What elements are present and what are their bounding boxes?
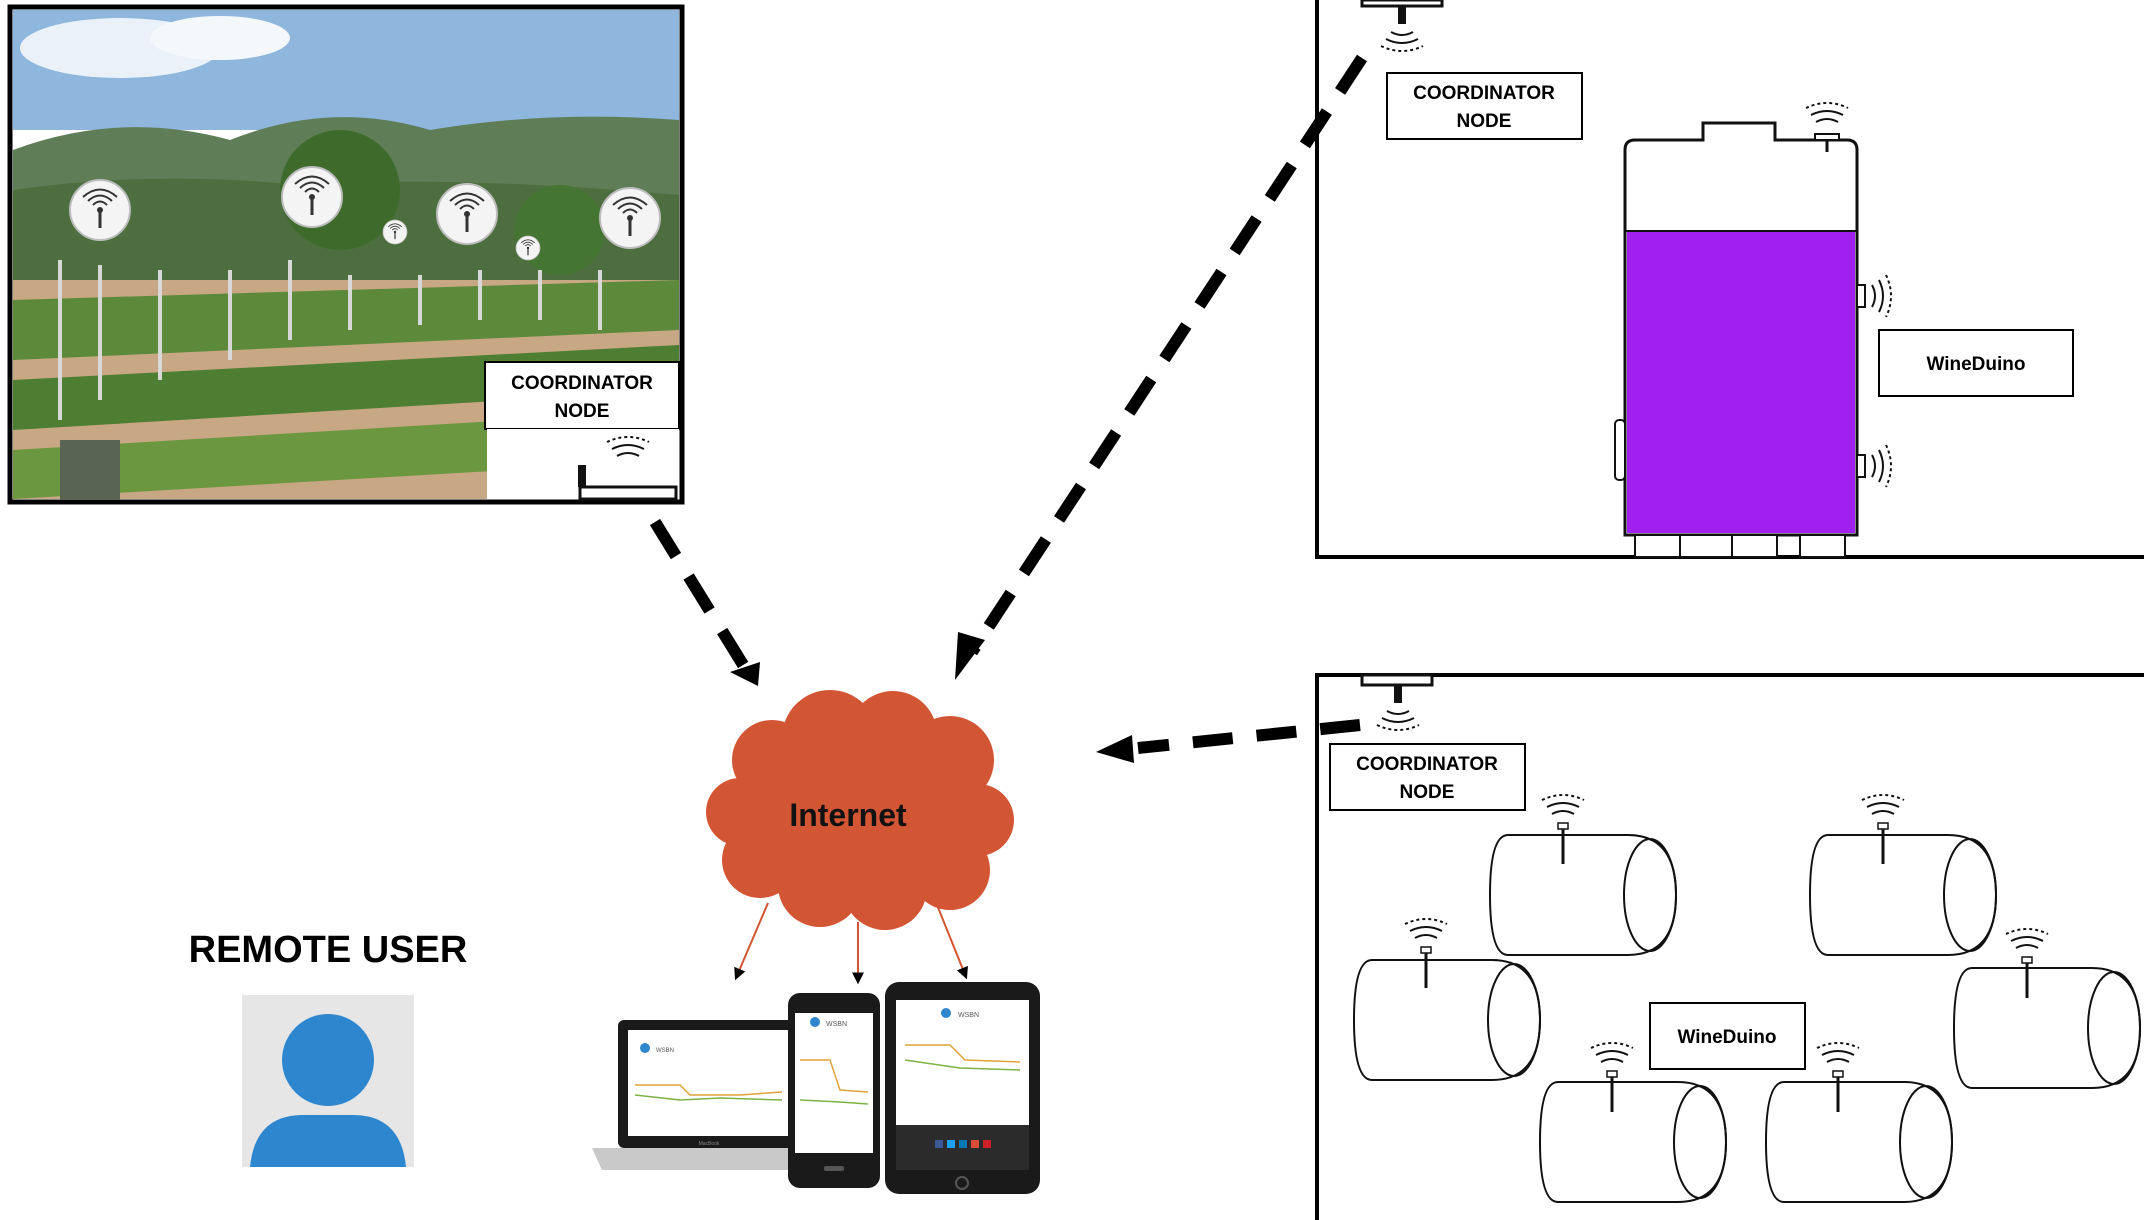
laptop-app-brand: WSBN <box>656 1048 674 1054</box>
vine-posts <box>58 260 602 420</box>
barrel-room-coordinator-node-icon <box>1360 673 1434 731</box>
vineyard-coordinator-label-line2: NODE <box>555 401 610 422</box>
vineyard-coordinator-label-line1: COORDINATOR <box>511 373 653 394</box>
client-devices: WSBN MacBook WSBN <box>592 982 1040 1194</box>
arrow-barrel-to-internet <box>1137 719 1361 754</box>
tank-room-coordinator-node-icon <box>1360 0 1444 52</box>
vineyard-coordinator-node-icon <box>578 436 678 501</box>
barrel-coordinator-label-line1: COORDINATOR <box>1356 754 1498 775</box>
laptop-brand-label: MacBook <box>699 1141 720 1147</box>
tree <box>515 185 605 275</box>
arrow-tank-to-internet <box>966 54 1368 656</box>
sensor-wifi-icon <box>382 219 408 245</box>
tablet-app-brand: WSBN <box>958 1012 979 1019</box>
tank-room: COORDINATOR NODE WineDuino <box>1315 0 2144 559</box>
phone-app-brand: WSBN <box>826 1021 847 1028</box>
tank-wineduino-box <box>1878 329 2074 397</box>
wine-barrel <box>1489 795 1677 956</box>
tank-top-sensor-icon <box>1805 102 1849 152</box>
wine-level <box>1627 231 1855 533</box>
barrel-coordinator-box <box>1329 743 1526 811</box>
vineyard-coordinator-box <box>484 361 680 430</box>
tank-coordinator-label-line1: COORDINATOR <box>1413 83 1555 104</box>
tablet: WSBN <box>885 982 1040 1194</box>
vineyard-photo: COORDINATOR NODE <box>7 4 685 505</box>
wine-barrel <box>1953 929 2141 1089</box>
wine-barrel <box>1809 795 1997 956</box>
sensor-wifi-icon <box>515 235 541 261</box>
wine-tank <box>1614 121 1859 558</box>
sensor-wifi-icon <box>68 178 132 242</box>
data-flow-arrows <box>649 54 1368 763</box>
phone-screen <box>795 1013 873 1153</box>
tank-side-sensor-icon <box>1856 274 1892 318</box>
marker-stump <box>60 440 120 500</box>
barrel-wineduino-label: WineDuino <box>1677 1027 1776 1048</box>
cloud-to-devices-arrows <box>734 899 968 985</box>
remote-user-label: REMOTE USER <box>189 929 468 971</box>
internet-cloud: Internet <box>706 690 1014 930</box>
cloud-in-sky <box>150 16 290 60</box>
barrel-wineduino-box <box>1649 1002 1806 1070</box>
tank-valve <box>1614 419 1626 481</box>
smartphone: WSBN <box>788 993 880 1188</box>
laptop-screen <box>628 1030 790 1136</box>
tank-wineduino-label: WineDuino <box>1926 354 2025 375</box>
internet-label: Internet <box>789 797 907 833</box>
sensor-wifi-icon <box>280 165 344 229</box>
barrel-coordinator-label-line2: NODE <box>1400 782 1455 803</box>
arrow-vineyard-to-internet <box>649 518 751 672</box>
tank-coordinator-box <box>1386 72 1583 140</box>
tank-side-sensor-icon <box>1856 444 1892 488</box>
user-avatar-icon <box>242 995 414 1167</box>
laptop: WSBN MacBook <box>592 1020 826 1170</box>
barrel-room: COORDINATOR NODE WineDuino <box>1315 673 2144 1220</box>
sensor-wifi-icon <box>435 182 499 246</box>
sensor-wifi-icon <box>598 186 662 250</box>
tank-coordinator-label-line2: NODE <box>1457 111 1512 132</box>
